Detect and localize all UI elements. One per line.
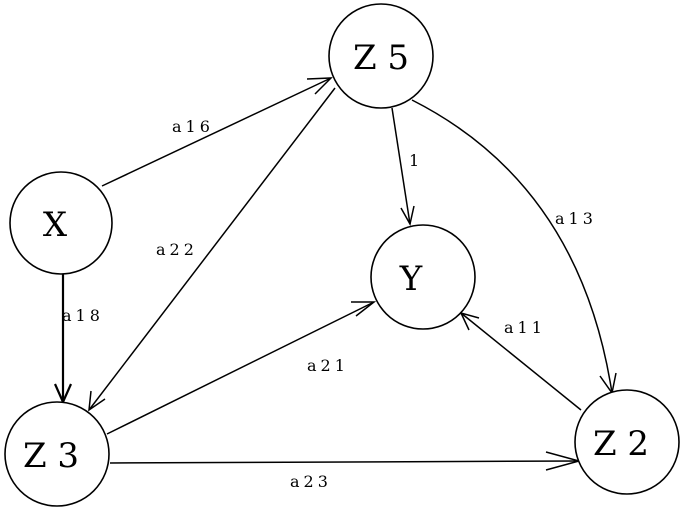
edge-label-x-z3: a18 [62,306,104,325]
edge-label-z5-z3: a22 [156,240,198,259]
edge-label-z5-z2: a13 [555,209,597,228]
edge-x-z5 [101,77,333,187]
edge-z5-y [391,107,415,227]
edge-label-z5-y: 1 [409,151,423,170]
edge-x-z3 [53,274,73,405]
edge-label-z3-y: a21 [307,356,349,375]
node-z2: Z 2 [574,389,680,495]
node-label-z3: Z 3 [23,436,79,476]
node-x: X [9,171,113,275]
edge-z3-y [106,301,377,435]
node-label-y: Y [399,259,423,299]
node-label-z5: Z 5 [353,38,409,78]
edge-label-z3-z2: a23 [290,472,332,491]
edge-label-x-z5: a16 [172,117,214,136]
edge-label-z2-y: a11 [504,318,546,337]
node-y: Y [370,224,476,330]
edge-z5-z3 [88,87,336,412]
node-label-x: X [43,205,68,245]
node-label-z2: Z 2 [593,424,649,464]
edge-z3-z2 [109,451,582,471]
node-z5: Z 5 [328,3,434,109]
node-z3: Z 3 [4,401,110,507]
